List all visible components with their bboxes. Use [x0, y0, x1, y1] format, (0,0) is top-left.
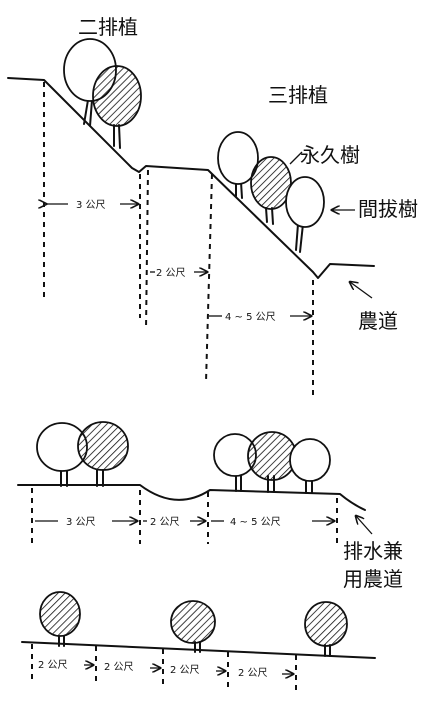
svg-text:2 公尺: 2 公尺: [150, 516, 180, 528]
dim-slope-3: 3 公尺: [46, 199, 138, 211]
svg-text:農道: 農道: [358, 309, 398, 333]
hatched-tree-icon: [247, 431, 297, 481]
dim-flat-4-5: 4 ~ 5 公尺: [211, 516, 334, 528]
hatched-tree-icon: [77, 421, 129, 471]
slope-ground-line: [7, 77, 375, 279]
thinning-tree-icon: [285, 176, 325, 228]
dim-slope-4-5: 4 ~ 5 公尺: [209, 311, 311, 323]
hatched-tree-icon: [304, 601, 348, 647]
flat-section: 3 公尺 2 公尺 4 ~ 5 公尺 排水兼 用農道: [17, 421, 403, 591]
row-ground-line: [21, 641, 376, 659]
dim-flat-2: 2 公尺: [143, 516, 205, 528]
drainage-road-callout: 排水兼 用農道: [343, 516, 403, 591]
dim-slope-2: 2 公尺: [150, 267, 207, 279]
hatched-tree-icon: [39, 591, 81, 637]
svg-text:4 ~ 5 公尺: 4 ~ 5 公尺: [230, 516, 281, 528]
single-row-section: 2 公尺 2 公尺 2 公尺 2 公尺: [21, 591, 376, 692]
svg-text:4 ~ 5 公尺: 4 ~ 5 公尺: [225, 311, 276, 323]
svg-text:3 公尺: 3 公尺: [76, 199, 106, 211]
farm-road-callout: 農道: [350, 282, 398, 333]
triple-row-trees: [217, 131, 325, 253]
svg-text:3 公尺: 3 公尺: [66, 516, 96, 528]
svg-text:用農道: 用農道: [343, 567, 403, 591]
svg-text:間拔樹: 間拔樹: [358, 197, 418, 221]
flat-trees: [36, 421, 331, 494]
hatched-tree-icon: [170, 600, 216, 644]
terrace-section: 二排植 三排植: [7, 15, 418, 398]
dim-flat-3: 3 公尺: [35, 516, 137, 528]
hatched-tree-icon: [92, 65, 142, 127]
dim-row: 2 公尺 2 公尺 2 公尺 2 公尺: [38, 659, 293, 679]
tree-icon: [217, 131, 259, 185]
svg-text:2 公尺: 2 公尺: [170, 664, 200, 676]
double-row-title: 二排植: [78, 15, 138, 39]
svg-text:2 公尺: 2 公尺: [104, 661, 134, 673]
svg-text:2 公尺: 2 公尺: [38, 659, 68, 671]
double-row-trees: [63, 38, 142, 149]
thinning-tree-callout: 間拔樹: [332, 197, 418, 221]
svg-text:2 公尺: 2 公尺: [156, 267, 186, 279]
flat-ground-line: [17, 484, 366, 511]
svg-text:2 公尺: 2 公尺: [238, 667, 268, 679]
permanent-tree-icon: [250, 156, 292, 210]
permanent-tree-callout: 永久樹: [289, 143, 360, 167]
row-trees: [39, 591, 348, 657]
triple-row-title: 三排植: [268, 83, 328, 107]
tree-icon: [289, 438, 331, 482]
svg-text:永久樹: 永久樹: [300, 143, 360, 167]
svg-text:排水兼: 排水兼: [343, 539, 403, 563]
